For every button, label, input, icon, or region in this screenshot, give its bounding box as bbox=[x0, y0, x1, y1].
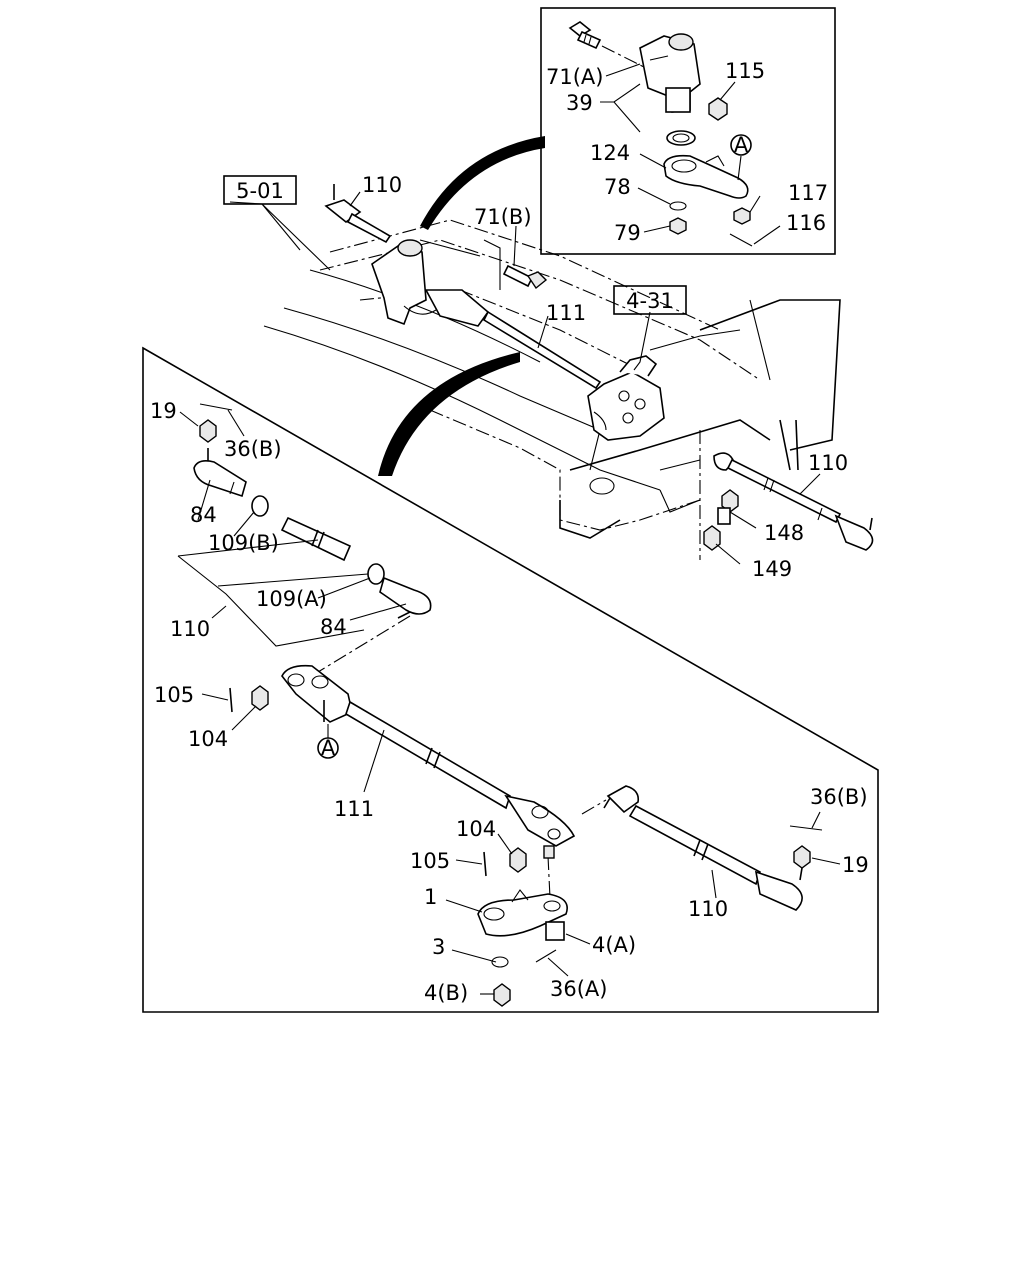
bushing-4a-icon bbox=[545, 921, 565, 941]
callout-115: 115 bbox=[725, 59, 765, 83]
callout-3: 3 bbox=[432, 935, 445, 959]
cotter-pin-36b-right-icon bbox=[789, 825, 823, 831]
callout-1: 1 bbox=[424, 885, 437, 909]
idler-bracket-upper-icon bbox=[371, 239, 490, 327]
nut-79-icon bbox=[669, 217, 687, 235]
nut-117-icon bbox=[733, 207, 751, 225]
nut-19-left-icon bbox=[199, 419, 217, 443]
callout-111-top: 111 bbox=[546, 301, 586, 325]
callout-110-bottom: 110 bbox=[688, 897, 728, 921]
adjusting-tube-84-icon bbox=[280, 516, 352, 562]
ref-box-5-01 bbox=[223, 175, 297, 205]
callout-71a: 71(A) bbox=[546, 65, 603, 89]
nut-19-right-icon bbox=[793, 845, 811, 869]
marker-a-inset-label: A bbox=[734, 133, 749, 157]
callout-39: 39 bbox=[566, 91, 593, 115]
nut-149-icon bbox=[703, 525, 721, 551]
tie-rod-upper-110-icon bbox=[324, 184, 392, 244]
ref-box-4-31 bbox=[613, 285, 687, 315]
callout-4b: 4(B) bbox=[424, 981, 468, 1005]
callout-84-upper: 84 bbox=[190, 503, 217, 527]
exploded-view-frame bbox=[142, 346, 879, 1013]
callout-148: 148 bbox=[764, 521, 804, 545]
nut-4b-icon bbox=[493, 983, 511, 1007]
callout-sweep-lower bbox=[378, 352, 520, 476]
callout-110-top: 110 bbox=[362, 173, 402, 197]
callout-sweep-upper bbox=[420, 136, 545, 230]
tie-rod-right-110-icon bbox=[713, 452, 874, 551]
cotter-pin-105-left-icon bbox=[229, 687, 233, 713]
callout-124: 124 bbox=[590, 141, 630, 165]
idler-arm-124-icon bbox=[663, 154, 749, 199]
marker-a-lower bbox=[317, 737, 339, 759]
ref-4-31-label: 4-31 bbox=[626, 289, 674, 313]
callout-79: 79 bbox=[614, 221, 641, 245]
callout-116: 116 bbox=[786, 211, 826, 235]
cotter-pin-36a-icon bbox=[535, 949, 557, 963]
nut-115-icon bbox=[708, 97, 728, 121]
callout-149: 149 bbox=[752, 557, 792, 581]
tie-rod-right-lower-icon bbox=[603, 785, 803, 911]
marker-a-inset bbox=[730, 134, 752, 156]
cotter-pin-116-icon bbox=[729, 233, 753, 247]
callout-110-left: 110 bbox=[170, 617, 210, 641]
tie-rod-end-left-icon bbox=[193, 448, 247, 498]
callout-105-left: 105 bbox=[154, 683, 194, 707]
stud-icon bbox=[543, 845, 555, 859]
drag-link-lower-111-icon bbox=[281, 664, 576, 847]
callout-36b-right: 36(B) bbox=[810, 785, 868, 809]
callout-109a: 109(A) bbox=[256, 587, 327, 611]
inset-frame bbox=[540, 7, 836, 255]
callout-36b-left: 36(B) bbox=[224, 437, 282, 461]
callout-36a: 36(A) bbox=[550, 977, 607, 1001]
bolt-71a-icon bbox=[568, 21, 602, 50]
callout-104-left: 104 bbox=[188, 727, 228, 751]
nut-104-left-icon bbox=[251, 685, 269, 711]
callout-84-lower: 84 bbox=[320, 615, 347, 639]
tie-rod-end-middle-icon bbox=[379, 576, 432, 619]
chassis-frame-outline bbox=[263, 219, 841, 560]
marker-a-lower-label: A bbox=[321, 736, 336, 760]
cotter-pin-36b-left-icon bbox=[199, 403, 233, 411]
callout-117: 117 bbox=[788, 181, 828, 205]
callout-4a: 4(A) bbox=[592, 933, 636, 957]
nut-109b-icon bbox=[251, 495, 269, 517]
idler-bracket-inset-icon bbox=[639, 33, 701, 113]
callout-105-mid: 105 bbox=[410, 849, 450, 873]
callout-78: 78 bbox=[604, 175, 631, 199]
ref-5-01-label: 5-01 bbox=[236, 179, 284, 203]
nut-104-mid-icon bbox=[509, 847, 527, 873]
callout-19-right: 19 bbox=[842, 853, 869, 877]
bolt-148-icon bbox=[717, 489, 739, 525]
callout-19-left: 19 bbox=[150, 399, 177, 423]
drag-link-upper-111-icon bbox=[482, 310, 602, 390]
callout-109b: 109(B) bbox=[208, 531, 279, 555]
callout-104-mid: 104 bbox=[456, 817, 496, 841]
seal-39-icon bbox=[666, 130, 696, 146]
idler-arm-1-icon bbox=[477, 889, 568, 937]
washer-3-icon bbox=[491, 956, 509, 968]
washer-78-icon bbox=[669, 201, 687, 211]
cotter-pin-105-mid-icon bbox=[483, 851, 487, 877]
nut-109a-icon bbox=[367, 563, 385, 585]
steering-gear-box-icon bbox=[587, 355, 665, 441]
bolt-71b-icon bbox=[502, 264, 548, 290]
callout-71b: 71(B) bbox=[474, 205, 532, 229]
callout-110-right: 110 bbox=[808, 451, 848, 475]
callout-111-bottom: 111 bbox=[334, 797, 374, 821]
